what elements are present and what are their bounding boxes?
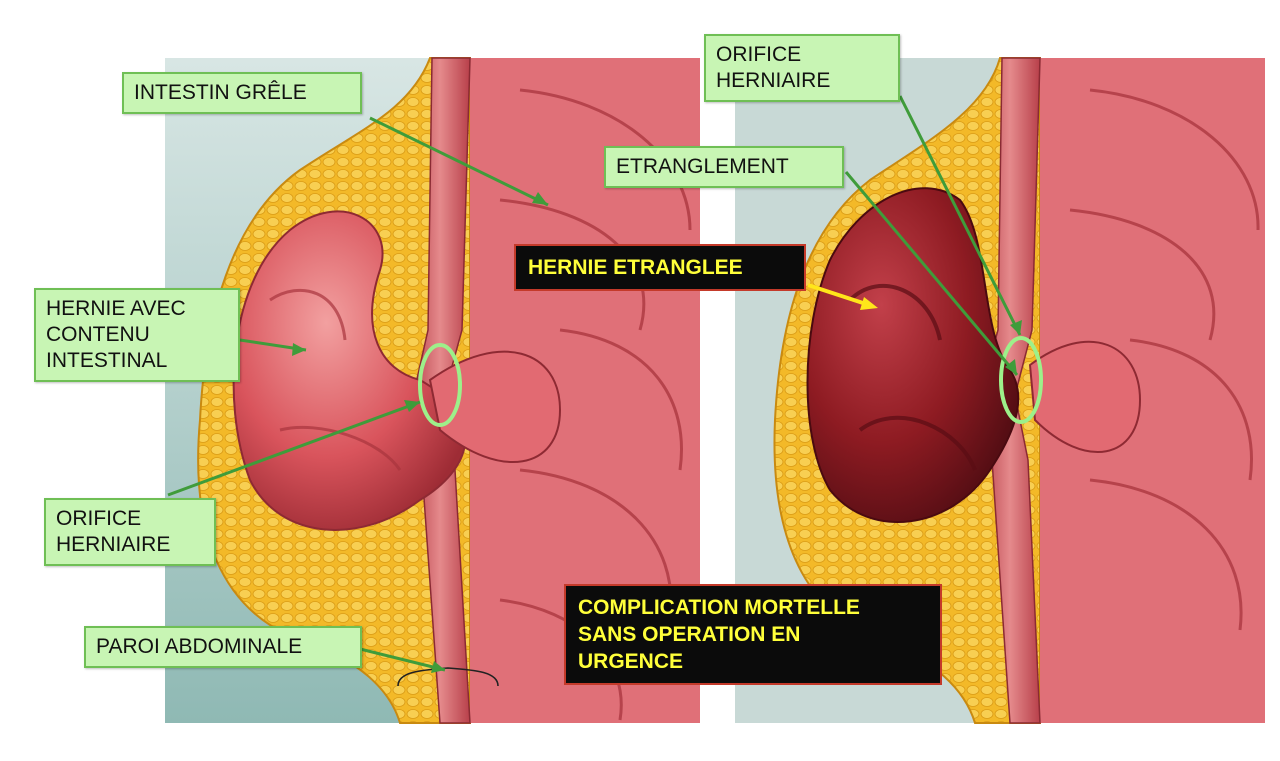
- label-orifice-herniaire-right: ORIFICE HERNIAIRE: [704, 34, 900, 102]
- leader-paroi-arrowhead: [431, 661, 445, 673]
- leader-orifice-right-arrowhead: [1010, 320, 1022, 335]
- label-intestin-grele: INTESTIN GRÊLE: [122, 72, 362, 114]
- label-hernie-contenu-intestinal: HERNIE AVEC CONTENU INTESTINAL: [34, 288, 240, 382]
- left-orifice-circle: [418, 343, 462, 427]
- right-inner-loop: [1028, 340, 1142, 454]
- callout-hernie-etranglee: HERNIE ETRANGLEE: [514, 244, 806, 291]
- right-strangulated-loop: [806, 187, 1020, 523]
- leader-etranglement: [844, 171, 1019, 376]
- leader-hernie-contenu-arrowhead: [292, 343, 306, 356]
- yellow-arrow: [807, 283, 878, 310]
- label-paroi-abdominale: PAROI ABDOMINALE: [84, 626, 362, 668]
- leader-orifice-left-arrowhead: [404, 400, 420, 412]
- left-inner-loop: [428, 350, 562, 463]
- leader-etranglement-arrowhead: [1005, 359, 1017, 375]
- label-orifice-herniaire-left: ORIFICE HERNIAIRE: [44, 498, 216, 566]
- left-wall-bracket: [397, 667, 499, 687]
- callout-complication-mortelle: COMPLICATION MORTELLE SANS OPERATION EN …: [564, 584, 942, 685]
- leader-orifice-left: [167, 400, 421, 497]
- leader-intestin: [369, 116, 549, 207]
- leader-lines: [167, 95, 1022, 673]
- leader-intestin-arrowhead: [532, 192, 548, 205]
- label-etranglement: ETRANGLEMENT: [604, 146, 844, 188]
- leader-paroi: [355, 646, 446, 672]
- left-intestine-mass: [470, 58, 700, 723]
- right-orifice-circle: [999, 336, 1043, 424]
- right-intestine-mass: [1040, 58, 1265, 723]
- leader-orifice-right: [898, 95, 1022, 336]
